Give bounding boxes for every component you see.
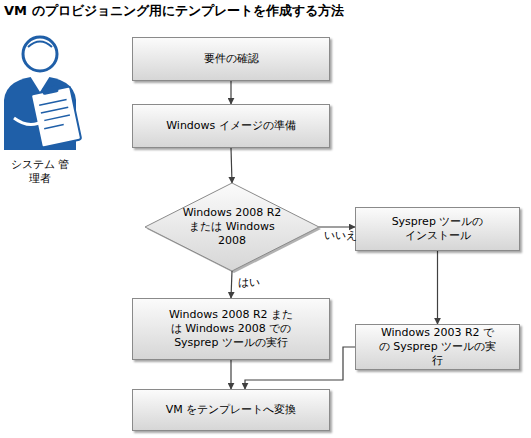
node-text: Windows イメージの準備 <box>166 119 296 133</box>
node-text: Windows 2008 R2 または Windows 2008 での Sysp… <box>166 308 296 350</box>
flow-arrow <box>231 271 232 298</box>
process-box: Windows 2008 R2 または Windows 2008 での Sysp… <box>132 298 330 360</box>
decision-diamond: Windows 2008 R2 または Windows 2008 <box>145 183 319 271</box>
node-text: Sysprep ツールの インストール <box>388 215 488 243</box>
process-box: VM をテンプレートへ変換 <box>132 389 330 431</box>
diagram-title: VM のプロビジョニング用にテンプレートを作成する方法 <box>4 2 344 20</box>
node-text: 要件の確認 <box>204 52 259 66</box>
role-label: システム 管理者 <box>8 158 72 186</box>
flow-arrow <box>231 148 232 183</box>
process-box: Sysprep ツールの インストール <box>355 207 520 251</box>
process-box: Windows 2003 R2 での Sysprep ツールの実行 <box>355 324 520 370</box>
node-text: Windows 2008 R2 または Windows 2008 <box>176 206 288 248</box>
process-box: Windows イメージの準備 <box>132 104 330 148</box>
edge-label: いいえ <box>324 229 357 242</box>
edge-label: はい <box>238 276 260 289</box>
flow-arrow <box>437 251 438 324</box>
flow-arrow <box>230 360 231 389</box>
flow-arrow <box>319 226 355 227</box>
process-box: 要件の確認 <box>132 37 330 81</box>
node-text: VM をテンプレートへ変換 <box>166 403 297 417</box>
flow-arrow <box>230 81 231 104</box>
administrator-icon <box>4 37 81 150</box>
node-text: Windows 2003 R2 での Sysprep ツールの実行 <box>378 326 498 368</box>
